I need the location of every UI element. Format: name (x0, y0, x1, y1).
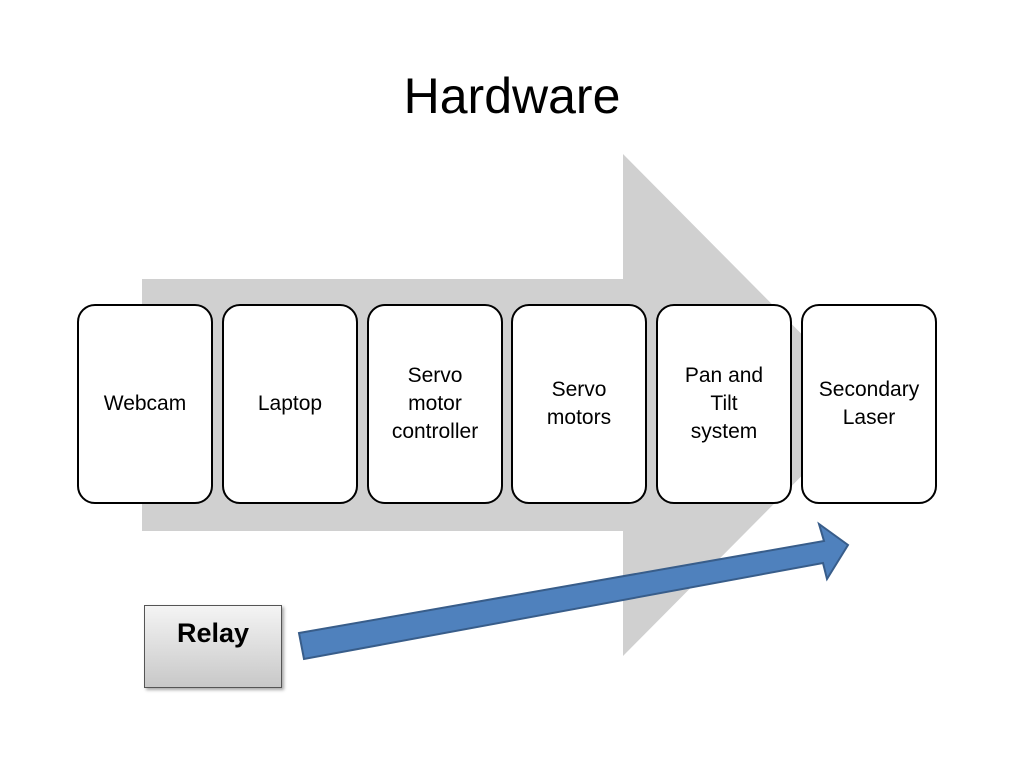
relay-arrow (297, 521, 850, 661)
step-servo-motors: Servo motors (511, 304, 647, 504)
step-webcam: Webcam (77, 304, 213, 504)
step-laptop: Laptop (222, 304, 358, 504)
background-process-arrow (142, 154, 872, 656)
slide-title: Hardware (403, 68, 621, 124)
step-pan-and-tilt-system: Pan and Tilt system (656, 304, 792, 504)
step-servo-motor-controller: Servo motor controller (367, 304, 503, 504)
step-secondary-laser: Secondary Laser (801, 304, 937, 504)
relay-box: Relay (144, 605, 282, 688)
